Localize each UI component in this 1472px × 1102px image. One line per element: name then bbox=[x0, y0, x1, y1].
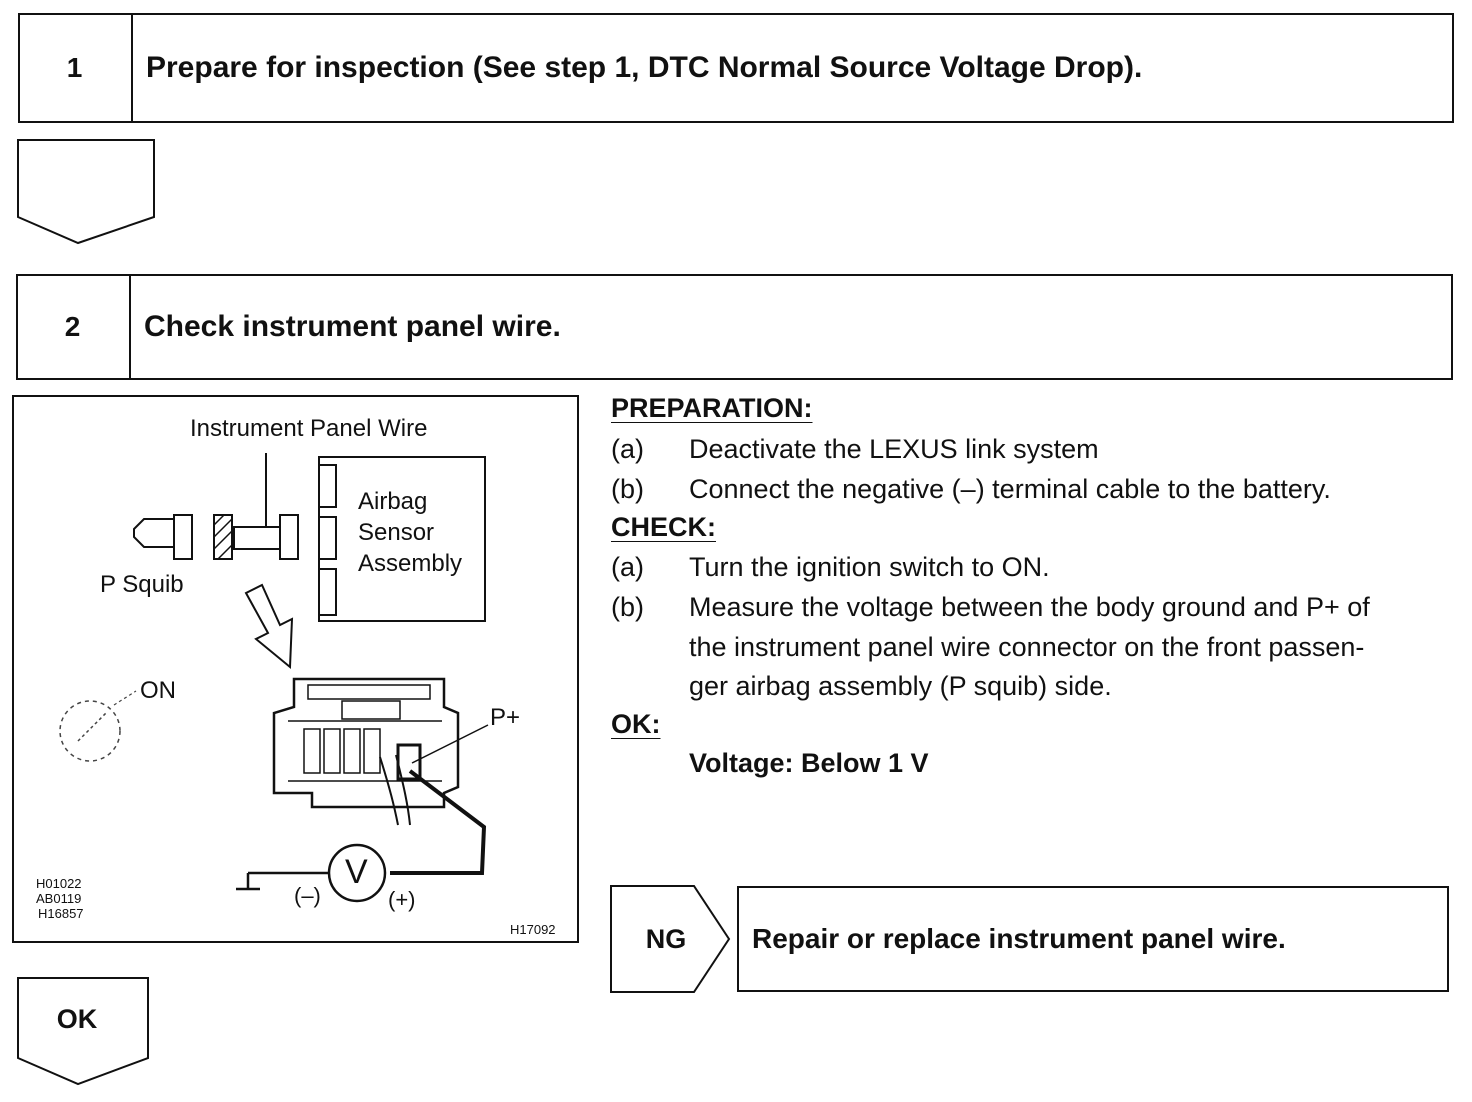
ng-action-text: Repair or replace instrument panel wire. bbox=[752, 923, 1286, 954]
label-plus: (+) bbox=[388, 887, 416, 912]
prep-a-marker: (a) bbox=[611, 434, 644, 464]
label-airbag: Airbag bbox=[358, 488, 428, 515]
ng-label: NG bbox=[645, 923, 687, 954]
step-1-divider bbox=[131, 13, 133, 123]
label-minus: (–) bbox=[294, 883, 321, 908]
figure-id: H17092 bbox=[510, 922, 556, 937]
check-a-text: Turn the ignition switch to ON. bbox=[689, 552, 1050, 582]
ok-spec: Voltage: Below 1 V bbox=[689, 748, 929, 778]
step-2-box bbox=[16, 274, 1453, 380]
code-2: AB0119 bbox=[36, 891, 82, 906]
label-p-plus: P+ bbox=[490, 704, 521, 731]
prep-b-text: Connect the negative (–) terminal cable … bbox=[689, 474, 1331, 504]
step-1-title: Prepare for inspection (See step 1, DTC … bbox=[146, 51, 1143, 84]
check-b-line-1: Measure the voltage between the body gro… bbox=[689, 592, 1370, 622]
code-3: H16857 bbox=[38, 906, 84, 921]
ng-action-box bbox=[737, 886, 1449, 992]
step-2-number: 2 bbox=[64, 311, 81, 342]
check-a-marker: (a) bbox=[611, 552, 644, 582]
prep-b-marker: (b) bbox=[611, 474, 644, 504]
wiring-diagram: Instrument Panel Wire Airbag Sensor Asse… bbox=[12, 395, 579, 943]
preparation-heading: PREPARATION: bbox=[611, 393, 813, 423]
code-1: H01022 bbox=[36, 876, 82, 891]
check-heading: CHECK: bbox=[611, 512, 716, 542]
ok-heading: OK: bbox=[611, 709, 661, 739]
step-2-divider bbox=[129, 274, 131, 380]
ok-flow-label: OK bbox=[56, 1003, 98, 1034]
label-sensor: Sensor bbox=[358, 519, 435, 546]
prep-a-text: Deactivate the LEXUS link system bbox=[689, 434, 1099, 464]
step-2-title: Check instrument panel wire. bbox=[144, 310, 561, 343]
label-instrument-panel-wire: Instrument Panel Wire bbox=[190, 415, 428, 442]
label-on: ON bbox=[140, 677, 176, 704]
step-1-box bbox=[18, 13, 1454, 123]
label-p-squib: P Squib bbox=[100, 571, 184, 598]
check-b-line-2: the instrument panel wire connector on t… bbox=[689, 632, 1365, 662]
check-b-line-3: ger airbag assembly (P squib) side. bbox=[689, 671, 1112, 701]
check-b-marker: (b) bbox=[611, 592, 644, 622]
label-v: V bbox=[345, 853, 368, 891]
step-1-number: 1 bbox=[66, 52, 83, 83]
diagram-drawing bbox=[59, 453, 489, 903]
label-assembly: Assembly bbox=[358, 550, 463, 577]
